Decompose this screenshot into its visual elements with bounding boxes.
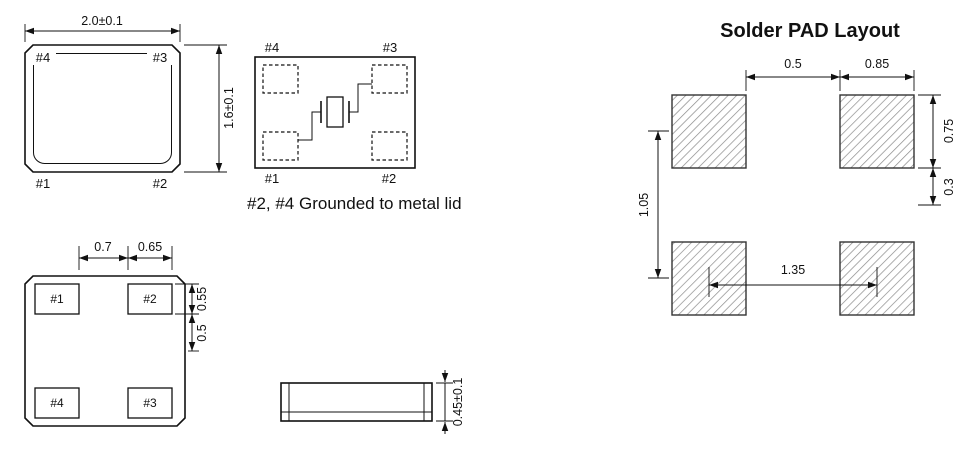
label-backing (147, 51, 172, 65)
bottom-pad (127, 283, 173, 315)
crystal-symbol (298, 83, 372, 141)
dim-pitch-x-label: 1.35 (781, 263, 805, 277)
pin-label-3: #3 (383, 40, 397, 55)
top-view: 2.0±0.1 1.6±0.1 #4 #3 #1 #2 (24, 14, 236, 191)
crystal-lead (298, 111, 321, 141)
dim-pitch-y-label: 1.05 (637, 193, 651, 217)
hidden-pad (262, 64, 299, 94)
section-title: Solder PAD Layout (720, 20, 900, 42)
dim-height-label: 1.6±0.1 (222, 87, 236, 129)
internal-view: #4 #3 #1 #2 #2, #4 Grounded to metal lid (247, 40, 462, 213)
bottom-pad (127, 387, 173, 419)
dim-width: 2.0±0.1 (24, 14, 181, 42)
pin-label-2: #2 (153, 176, 167, 191)
pin-label-4: #4 (36, 50, 50, 65)
solder-pad-layout: Solder PAD Layout 0.5 0.85 0.75 0.3 (637, 20, 956, 316)
pin-label-2: #2 (382, 171, 396, 186)
dim-pad-width-label: 0.65 (138, 240, 162, 254)
crystal-lead (349, 83, 372, 113)
dim-pad-height-label: 0.75 (942, 119, 956, 143)
dim-pad-width-label: 0.85 (865, 57, 889, 71)
grounding-note: #2, #4 Grounded to metal lid (247, 194, 462, 213)
dim-pad-gap-x: 0.7 0.65 (78, 240, 173, 270)
dim-pad-gap-x: 0.5 0.85 (745, 57, 915, 91)
hidden-pad (371, 131, 408, 161)
label-backing (31, 51, 56, 65)
pin-label-4: #4 (265, 40, 279, 55)
pin-label-1: #1 (36, 176, 50, 191)
dim-offset-label: 0.3 (942, 178, 956, 195)
package-side-outline (280, 382, 433, 422)
dim-pad-height-label: 0.55 (195, 287, 209, 311)
hidden-pad (262, 131, 299, 161)
solder-pad (839, 94, 915, 169)
solder-pad (671, 94, 747, 169)
dim-gap-label: 0.5 (784, 57, 801, 71)
dim-thickness-label: 0.45±0.1 (451, 378, 465, 427)
dim-gap-label: 0.7 (94, 240, 111, 254)
dim-gap-y-label: 0.5 (195, 324, 209, 341)
bottom-view: #1 #2 #4 #3 0.7 0.65 0.55 0.5 (24, 240, 209, 427)
pin-label-2: #2 (143, 292, 157, 306)
bottom-pad (34, 387, 80, 419)
dim-width-label: 2.0±0.1 (81, 14, 123, 28)
package-outline (24, 44, 181, 173)
pin-label-3: #3 (153, 50, 167, 65)
dim-pad-height: 0.55 0.5 (175, 283, 209, 352)
pin-label-1: #1 (265, 171, 279, 186)
dim-pad-height: 0.75 0.3 (918, 94, 956, 206)
pin-label-3: #3 (143, 396, 157, 410)
bottom-pad (34, 283, 80, 315)
metal-lid-outline (33, 53, 172, 164)
crystal-element (326, 96, 344, 128)
dim-pitch-y: 1.05 (637, 130, 669, 279)
hidden-pad (371, 64, 408, 94)
dim-height: 1.6±0.1 (184, 44, 236, 173)
side-view: 0.45±0.1 (280, 370, 465, 434)
dim-pitch-x: 1.35 (708, 263, 878, 297)
pin-label-1: #1 (50, 292, 64, 306)
pin-label-4: #4 (50, 396, 64, 410)
dim-thickness: 0.45±0.1 (436, 370, 465, 434)
